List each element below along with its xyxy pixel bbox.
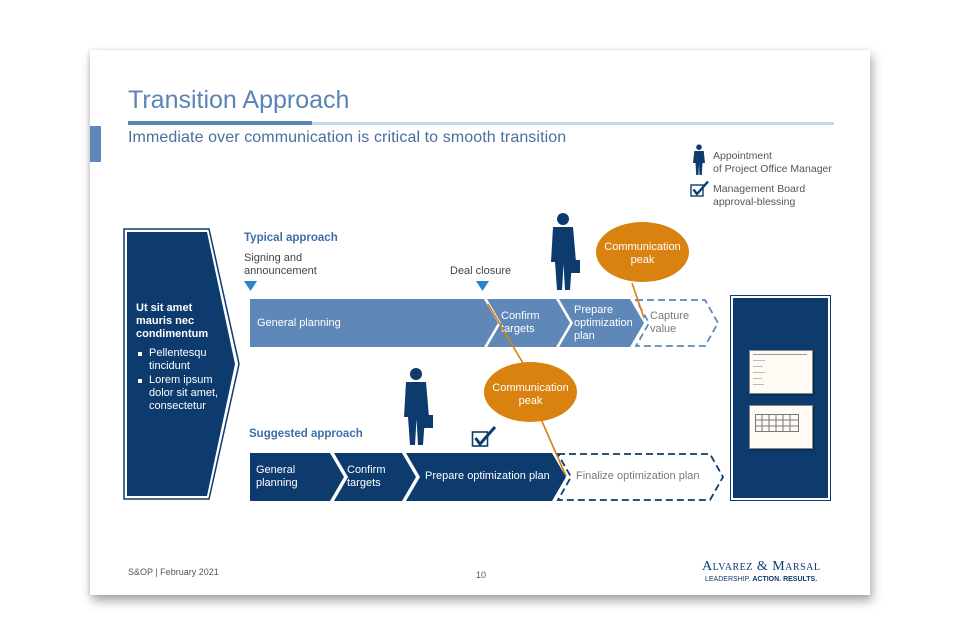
milestone-deal-closure-label: Deal closure <box>450 265 512 277</box>
report-document-icon <box>749 350 813 394</box>
typical-approach-heading: Typical approach <box>244 232 338 244</box>
suggested-step-general-planning <box>250 453 344 501</box>
spreadsheet-document-icon <box>749 405 813 449</box>
suggested-step-confirm-targets <box>334 453 416 501</box>
typical-process-bar <box>250 299 720 347</box>
title-underline-accent <box>128 121 312 125</box>
businessman-icon <box>404 368 433 445</box>
left-box-text: Ut sit amet mauris nec condimentum Pelle… <box>136 302 220 413</box>
milestone-signing-marker <box>244 281 257 291</box>
left-chevron-box <box>123 228 240 500</box>
page-number: 10 <box>476 570 487 580</box>
typical-step-general-planning <box>250 299 498 347</box>
suggested-step-prepare-plan <box>406 453 566 501</box>
typical-step-confirm-targets <box>487 299 570 347</box>
right-outcome-box <box>730 295 831 501</box>
brand-logo-text: Alvarez & Marsal <box>702 559 821 574</box>
suggested-step-finalize-plan <box>556 453 725 501</box>
milestone-deal-closure-marker <box>476 281 489 291</box>
left-box-bullet-2: Lorem ipsum dolor sit amet, consectetur <box>138 374 219 412</box>
suggested-approach-heading: Suggested approach <box>249 428 363 440</box>
slide-title: Transition Approach <box>128 86 350 114</box>
left-box-bullet-1: Pellentesqu tincidunt <box>138 347 220 373</box>
title-underline <box>312 122 834 125</box>
typical-step-1-label: General planning <box>257 317 341 329</box>
check-box-icon <box>471 426 497 447</box>
footer-left-text: S&OP | February 2021 <box>128 567 219 577</box>
brand-tagline: LEADERSHIP. ACTION. RESULTS. <box>705 576 818 583</box>
left-box-heading: Ut sit amet mauris nec condimentum <box>136 302 209 340</box>
communication-peak-oval-top <box>596 222 689 282</box>
slide-subtitle: Immediate over communication is critical… <box>128 129 567 146</box>
suggested-step-4-label: Finalize optimization plan <box>576 470 700 482</box>
suggested-process-bar <box>250 453 725 501</box>
businessman-icon <box>693 144 705 175</box>
typical-step-capture-value <box>634 299 720 347</box>
typical-step-prepare-plan <box>559 299 644 347</box>
check-box-icon <box>690 180 709 197</box>
communication-peak-oval-bottom <box>484 362 577 422</box>
businessman-icon <box>551 213 580 290</box>
left-edge-tab <box>90 126 101 162</box>
suggested-step-3-label: Prepare optimization plan <box>425 470 550 482</box>
